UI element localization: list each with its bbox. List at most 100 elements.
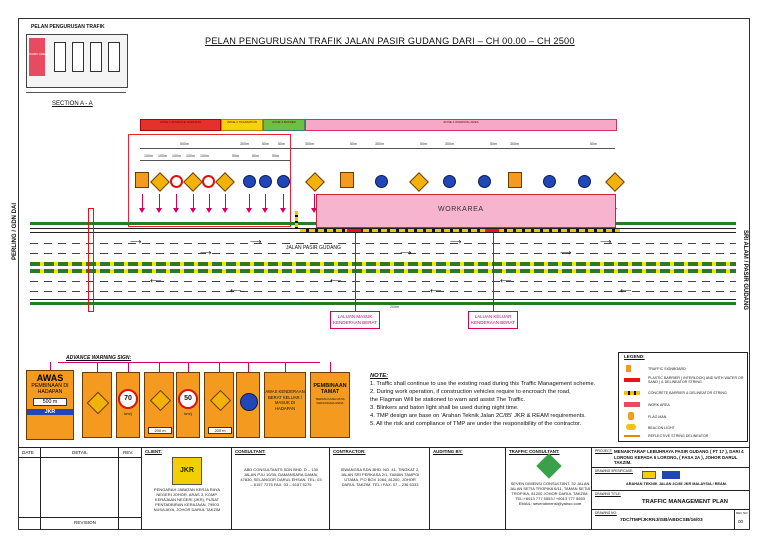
dist-label: 50m: [278, 142, 285, 146]
zone-1-bar: ZONE 1 ADVANCE WARNING: [140, 119, 221, 131]
merge-diamond-icon: [209, 389, 232, 412]
speed-limit-sign: [202, 175, 215, 188]
keep-left-sign: [277, 175, 290, 188]
entry-callout: LALUAN MASUK KENDERAAN BERAT: [330, 311, 380, 329]
spec-logo-jkr: [642, 471, 656, 479]
date-header: DATE: [22, 450, 34, 455]
note-item: 5. All the risk and compliance of TMP ar…: [370, 421, 582, 427]
traffic-consultant-address: SEVEN DIMENSI CONSULTANT. 32 JALAN JALAN…: [509, 481, 591, 506]
traffic-arrow-right: ⟶: [400, 248, 412, 257]
distance-200-plate: 200 m: [148, 427, 172, 434]
dist-label: 50m: [590, 142, 597, 146]
zone-4-label: ZONE 4 WORKING AREA: [443, 120, 479, 124]
contractor-label: CONTRACTOR:: [333, 449, 366, 454]
project-label: PROJECT:: [595, 449, 613, 453]
legend-swatch-flag-man: [628, 412, 634, 420]
dimension-line-top: [140, 148, 615, 149]
legend-heading: LEGEND:: [624, 354, 645, 359]
consultant-address: ABD CONSULTANTS SDN BHD. D – 130 JALAN P…: [240, 467, 322, 487]
notes-heading: NOTE:: [370, 373, 389, 379]
project-title: MENAIKTARAF LEBUHRAYA PASIR GUDANG ( FT …: [614, 449, 744, 466]
tamat-line3: TERIMA KASIH ATAS KERJASAMA ANDA: [315, 397, 345, 405]
speed-50-circle: 50: [178, 389, 198, 409]
road-edge-line: [30, 228, 736, 229]
dist-label: 50m: [490, 142, 497, 146]
notes-panel: NOTE: 1. Traffic shall continue to use t…: [370, 372, 615, 428]
lane-divider-dash: [30, 253, 736, 254]
legend-item: CONCRETE BARRIER & DELINEATOR STRING: [648, 391, 727, 395]
rev-col-rule: [118, 447, 119, 530]
dist-label: 100m: [158, 154, 167, 158]
jkr-logo-text: JKR: [179, 467, 194, 474]
legend-swatch-work-area: [624, 402, 640, 407]
rev-no-divider: [734, 509, 735, 530]
traffic-arrow-left: ⟵: [150, 276, 162, 285]
sign-pointer-stem: [283, 194, 284, 208]
median-strip: [30, 262, 736, 266]
lane-divider-dash: [30, 243, 736, 244]
rev-header-rule: [18, 457, 142, 458]
dist-label: 50m: [262, 142, 269, 146]
exit-gap-marker: [485, 229, 499, 232]
advance-stem: [128, 362, 129, 372]
legend-item: REFLECTIVE STRING DELINEATOR: [648, 434, 709, 438]
inset-work-area: [29, 38, 45, 76]
traffic-arrow-left: ⟵: [620, 286, 632, 295]
drawing-frame: [18, 18, 750, 530]
road-edge-line: [30, 232, 736, 233]
legend-item: PLASTIC BARRIER ( INTERLOCK) AND WITH WA…: [648, 376, 744, 385]
dist-label: 300m: [305, 142, 314, 146]
dist-label: 50m: [350, 142, 357, 146]
advance-stem: [50, 362, 51, 370]
tamat-line2: TAMAT: [320, 389, 340, 395]
dist-label: 100m: [200, 154, 209, 158]
advance-stem: [285, 362, 286, 372]
awas-subtext: PEMBINAAN DI HADAPAN: [31, 383, 69, 395]
keep-left-sign: [578, 175, 591, 188]
sign-pointer-arrow: [139, 208, 145, 213]
jkr-logo: JKR: [172, 457, 202, 485]
title-block: [18, 447, 750, 530]
dist-label: 50m: [420, 142, 427, 146]
drawing-spec-label: DRAWING SPESIFICASE:: [595, 469, 633, 473]
speed-50-sign: 50 km/j: [176, 372, 200, 438]
sign-pointer-arrow: [262, 208, 268, 213]
sign-pointer-stem: [225, 194, 226, 208]
drawing-spec-text: ARAHAN TEKNIK JALAN 2C/85 JKR MALAYSIA /…: [626, 482, 727, 486]
sign-pointer-stem: [142, 194, 143, 208]
auditing-label: AUDITING BY:: [433, 449, 463, 454]
traffic-arrow-right: ⟶: [200, 248, 212, 257]
pembinaan-tamat-sign: PEMBINAAN TAMAT TERIMA KASIH ATAS KERJAS…: [310, 372, 350, 438]
speed-70-unit: km/j: [124, 411, 132, 416]
awas-sign-small: [135, 172, 149, 188]
inset-car-1: [54, 42, 66, 72]
dist-label: 100m: [172, 154, 181, 158]
spec-rule: [592, 490, 750, 491]
road-edge-line: [30, 299, 736, 300]
inset-baseline: [26, 92, 126, 93]
advance-stem: [248, 362, 249, 372]
drawing-title-label: DRAWING TITLE:: [595, 492, 621, 496]
traffic-arrow-left: ⟵: [500, 276, 512, 285]
advance-stem: [159, 362, 160, 372]
note-item: 2. During work operation, if constructio…: [370, 389, 571, 395]
advance-stem: [188, 362, 189, 372]
dist-label: 300m: [240, 142, 249, 146]
lane-divider-dash: [30, 281, 736, 282]
merge-left-sign: 200 m: [204, 372, 234, 438]
dist-label: 50m: [232, 154, 239, 158]
keep-left-sign: [443, 175, 456, 188]
drawing-no-label: DRAWING NO:: [595, 511, 617, 515]
tamat-line1: PEMBINAAN: [313, 383, 347, 389]
legend-swatch-reflective-string: [624, 435, 640, 437]
rev-no-label: REV NO:: [736, 511, 749, 515]
sign-pointer-stem: [314, 194, 315, 208]
legend-swatch-concrete-barrier: [624, 391, 640, 395]
rev-footer-rule: [18, 517, 142, 518]
work-area: [316, 194, 616, 228]
note-item: 3. Blinkers and baton light shall be use…: [370, 405, 519, 411]
legend-item: WORK AREA: [648, 403, 670, 407]
spec-logo-ream: [662, 471, 680, 479]
dist-label: 50m: [252, 154, 259, 158]
keep-left-circle: [240, 393, 258, 411]
